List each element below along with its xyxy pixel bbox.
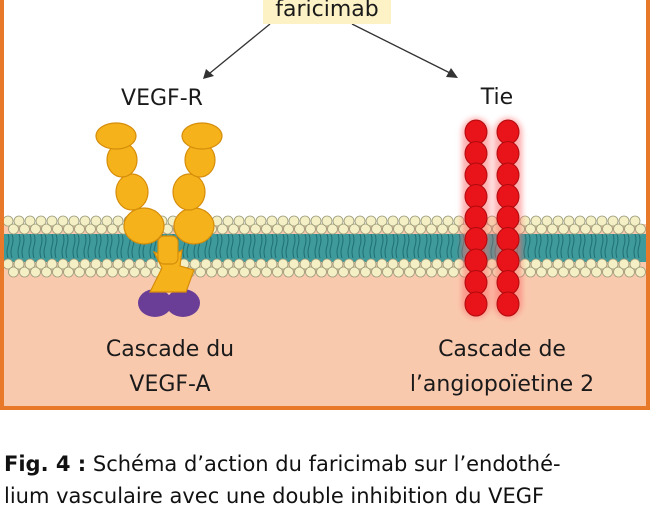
arrow-to-vegf-r (203, 23, 271, 79)
drug-label: faricimab (275, 0, 378, 22)
cascade-left-line2: VEGF-A (129, 372, 210, 397)
figure-panel: faricimab VEGF-R Tie (0, 0, 650, 410)
figure-frame (0, 0, 650, 410)
cascade-left-line1: Cascade du (106, 337, 234, 362)
extracellular-space (4, 0, 646, 232)
cell-membrane (2, 215, 646, 278)
vegf-receptor (95, 122, 223, 317)
cascade-right-line2: l’angiopoïetine 2 (410, 372, 594, 397)
caption-line1: Schéma d’action du faricimab sur l’endot… (86, 452, 561, 476)
figure-caption: Fig. 4 : Schéma d’action du faricimab su… (4, 448, 648, 512)
caption-line2: lium vasculaire avec une double inhibiti… (4, 484, 545, 508)
receptor-kinase-left (138, 289, 172, 317)
drug-label-box (263, 0, 391, 24)
tie-receptor (462, 118, 522, 318)
receptor-kinase-right (166, 289, 200, 317)
intracellular-space (4, 268, 646, 408)
mechanism-diagram: faricimab VEGF-R Tie (0, 0, 650, 410)
receptor-left-label: VEGF-R (121, 86, 203, 111)
caption-label: Fig. 4 : (4, 452, 87, 476)
receptor-right-label: Tie (480, 85, 513, 110)
cascade-right-line1: Cascade de (438, 337, 566, 362)
arrow-to-tie (351, 23, 458, 78)
